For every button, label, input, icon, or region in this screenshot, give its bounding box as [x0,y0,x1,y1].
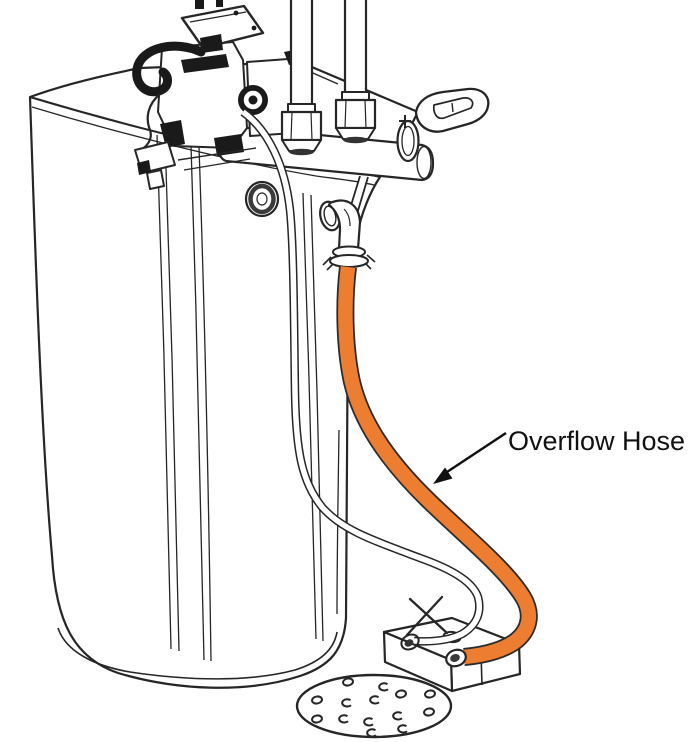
compression-nut [280,110,323,142]
hose-tie [405,595,449,637]
pipe-fill [291,0,312,108]
drain-hole [342,677,354,687]
valve-detail [137,160,151,175]
drain-hole [341,698,352,708]
annotation-overflow-hose: Overflow Hose [433,426,685,484]
stem-pin-cross [399,115,411,128]
tank-grommet [244,180,280,218]
nut-facets [344,99,367,129]
pipe-edges [289,0,314,108]
mounting-line [183,158,251,171]
valve-top-fitting [195,0,204,9]
supply-pipe-left [280,0,323,156]
bypass-valve-handle [396,87,490,163]
fitting-taper [335,127,376,140]
compression-nut [334,98,377,130]
grommet-ring [248,183,276,215]
overflow-hose-body [338,266,536,665]
tank-base-rim [57,627,338,680]
elbow-inner-line [343,208,351,227]
tank-seam [310,194,324,642]
drain-hole [392,711,403,721]
fitting-collar [341,91,370,101]
bypass-collar-inner [401,125,415,157]
overflow-hose-outline [336,265,538,666]
overflow-elbow-fitting [319,175,376,271]
drain-hole [311,695,323,705]
valve-cover [180,4,265,50]
pipe-fill [345,0,366,97]
elbow-flange-inner [323,205,337,227]
supply-pipe-right [334,0,377,144]
callout-arrow-line [446,431,507,474]
tank-seam [198,146,212,662]
drain-hole [338,714,349,724]
fitting-shadow [289,148,314,156]
drain-hole [363,717,374,727]
drain-hose-bore [404,639,414,647]
drain-hole [423,707,435,717]
valve-handle-hook [132,41,206,97]
valve-cover-screw [251,25,257,31]
overflow-hose-label: Overflow Hose [508,426,685,456]
grommet-center [256,192,268,206]
drain-hose-body [241,109,483,645]
clamp-tabs [322,254,376,271]
fitting-taper [281,139,322,152]
tank-seam [156,134,172,650]
floor-drain-cover [295,673,453,739]
drain-hose [240,108,484,651]
drain-hole [424,689,436,699]
valve-detail [160,120,185,148]
tank-seam [164,136,180,652]
drain-hole [311,714,323,724]
block-left-face [382,630,454,693]
tank-seam [190,144,205,661]
pipe-edges [343,0,368,97]
drain-hole [366,728,377,738]
tie-x-mark [405,595,449,637]
nut-facets [290,111,313,141]
mounting-line [177,147,257,161]
hose-clamp [322,245,376,271]
valve-cover-screw [233,10,239,16]
overflow-hose [336,265,538,668]
drain-hole [378,682,389,692]
drain-hole [397,724,408,734]
drain-hole [369,695,380,705]
valve-detail [200,34,223,53]
valve-port-center [248,95,258,105]
valve-detail [181,54,229,73]
drain-hole [395,689,407,699]
overflow-hose-bore [450,654,460,662]
callout-arrow-head [433,467,453,484]
fitting-collar [287,103,316,113]
valve-bracket-foot [146,169,165,190]
handle-mark [451,102,454,113]
fitting-shadow [343,136,368,144]
bypass-tube-endcap [416,145,432,180]
tank-right-edge-inner [336,429,340,615]
floor-drain [295,673,453,739]
valve-top-fitting [216,0,223,7]
clamp-ring [329,254,369,268]
tank-seam [302,192,317,640]
